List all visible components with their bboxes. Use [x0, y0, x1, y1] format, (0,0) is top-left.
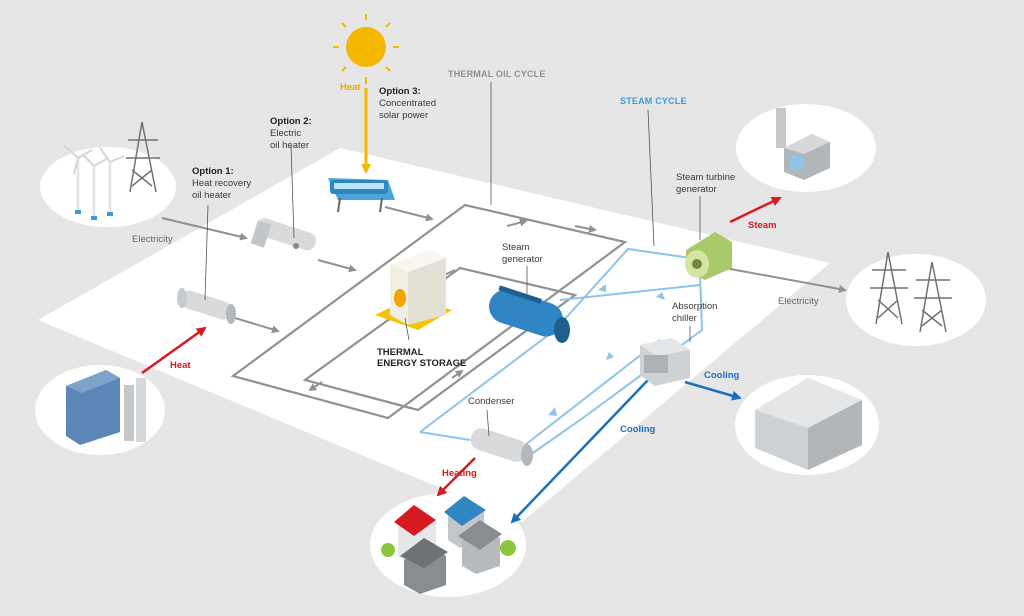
sun-heat-label: Heat — [340, 82, 361, 93]
option3-title: Option 3: — [379, 86, 421, 97]
house-icon — [381, 496, 516, 594]
steam-out-arrow — [729, 196, 782, 224]
chiller-label-line2: chiller — [672, 313, 697, 324]
storage-label-line2: ENERGY STORAGE — [377, 358, 466, 369]
option2-line1: Electric — [270, 128, 301, 139]
solar-collector-icon — [328, 178, 395, 213]
option1-line1: Heat recovery — [192, 178, 251, 189]
chiller-icon — [640, 338, 690, 386]
chiller-label-line1: Absorption — [672, 301, 717, 312]
cooling-houses-arrow — [510, 379, 649, 524]
leader-lines — [204, 82, 701, 437]
turbine-icon — [685, 232, 732, 280]
factory-heat-label: Heat — [170, 360, 191, 371]
building-icon — [776, 108, 830, 180]
platform — [38, 148, 830, 522]
wind-area — [40, 147, 176, 227]
heating-arrow — [436, 457, 476, 497]
wind-turbine-icon — [76, 158, 112, 218]
electricity-out-label: Electricity — [778, 296, 819, 307]
pylon-area — [846, 254, 986, 346]
cooling-industry-arrow — [684, 380, 742, 401]
electric-heater-icon — [250, 218, 317, 251]
steam-cycle-label: STEAM CYCLE — [620, 96, 687, 106]
cooling-industry-label: Cooling — [704, 370, 740, 381]
turbine-label-line2: generator — [676, 184, 717, 195]
option2-line2: oil heater — [270, 140, 309, 151]
option3-line1: Concentrated — [379, 98, 436, 109]
electricity-in-arrow — [161, 217, 248, 241]
electricity-in-label: Electricity — [132, 234, 173, 245]
steam-generator-line1: Steam — [502, 242, 530, 253]
option3-line2: solar power — [379, 110, 428, 121]
steam-out-label: Steam — [748, 220, 777, 231]
storage-tank-icon — [375, 250, 452, 330]
power-pylon-icon — [126, 121, 952, 333]
steam-generator-icon — [489, 285, 570, 343]
sun-icon — [333, 14, 399, 84]
factory-icon — [66, 370, 146, 445]
heat-exchanger-icon — [177, 288, 236, 324]
wind-bases — [75, 210, 113, 220]
steam-arrows — [548, 284, 665, 416]
turbine-label-line1: Steam turbine — [676, 172, 735, 183]
condenser-icon — [470, 428, 533, 466]
cooling-houses-label: Cooling — [620, 424, 656, 435]
thermal-oil-cycle-label: THERMAL OIL CYCLE — [448, 69, 546, 79]
oil-feed-pipes — [234, 206, 597, 392]
factory-heat-arrow — [141, 326, 207, 375]
heating-label: Heating — [442, 468, 477, 479]
option1-title: Option 1: — [192, 166, 234, 177]
wind-blades — [63, 144, 125, 175]
option1-line2: oil heater — [192, 190, 231, 201]
warehouse-icon — [755, 378, 862, 470]
storage-label-line1: THERMAL — [377, 347, 424, 358]
option2-title: Option 2: — [270, 116, 312, 127]
electricity-out-arrow — [724, 267, 847, 293]
condenser-label: Condenser — [468, 396, 514, 407]
steam-generator-line2: generator — [502, 254, 543, 265]
